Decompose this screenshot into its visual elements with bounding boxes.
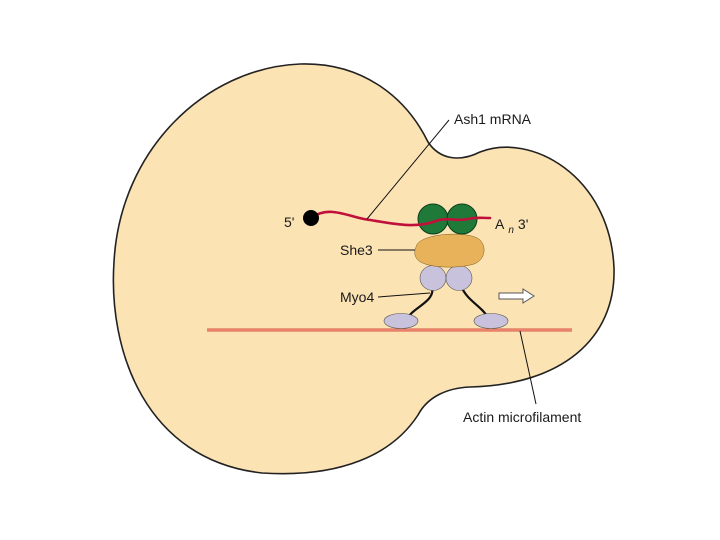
ash1-mrna-strand — [309, 210, 492, 227]
myo4-tail-left — [419, 265, 447, 291]
myo4-tail-right — [445, 265, 473, 291]
leader-line-myo4 — [377, 292, 431, 298]
label-ash1-mrna: Ash1 mRNA — [454, 111, 532, 127]
myo4-head-right — [473, 313, 509, 329]
label-poly-a-tail: A n 3' — [495, 216, 528, 237]
yeast-cell — [112, 63, 615, 475]
myo4-head-left — [383, 313, 419, 329]
label-three-prime: 3' — [518, 216, 528, 232]
label-actin-microfilament: Actin microfilament — [463, 409, 581, 425]
five-prime-cap — [303, 210, 319, 226]
hollow-right-arrow-icon — [498, 288, 535, 304]
leader-line-actin — [519, 330, 537, 405]
label-five-prime: 5' — [284, 214, 294, 230]
label-she3: She3 — [340, 242, 373, 258]
label-myo4: Myo4 — [340, 289, 374, 305]
label-poly-a-subscript: n — [508, 225, 514, 236]
she3-protein — [414, 233, 485, 268]
label-poly-a-base: A — [495, 216, 505, 232]
leader-line-ash1 — [366, 119, 450, 220]
